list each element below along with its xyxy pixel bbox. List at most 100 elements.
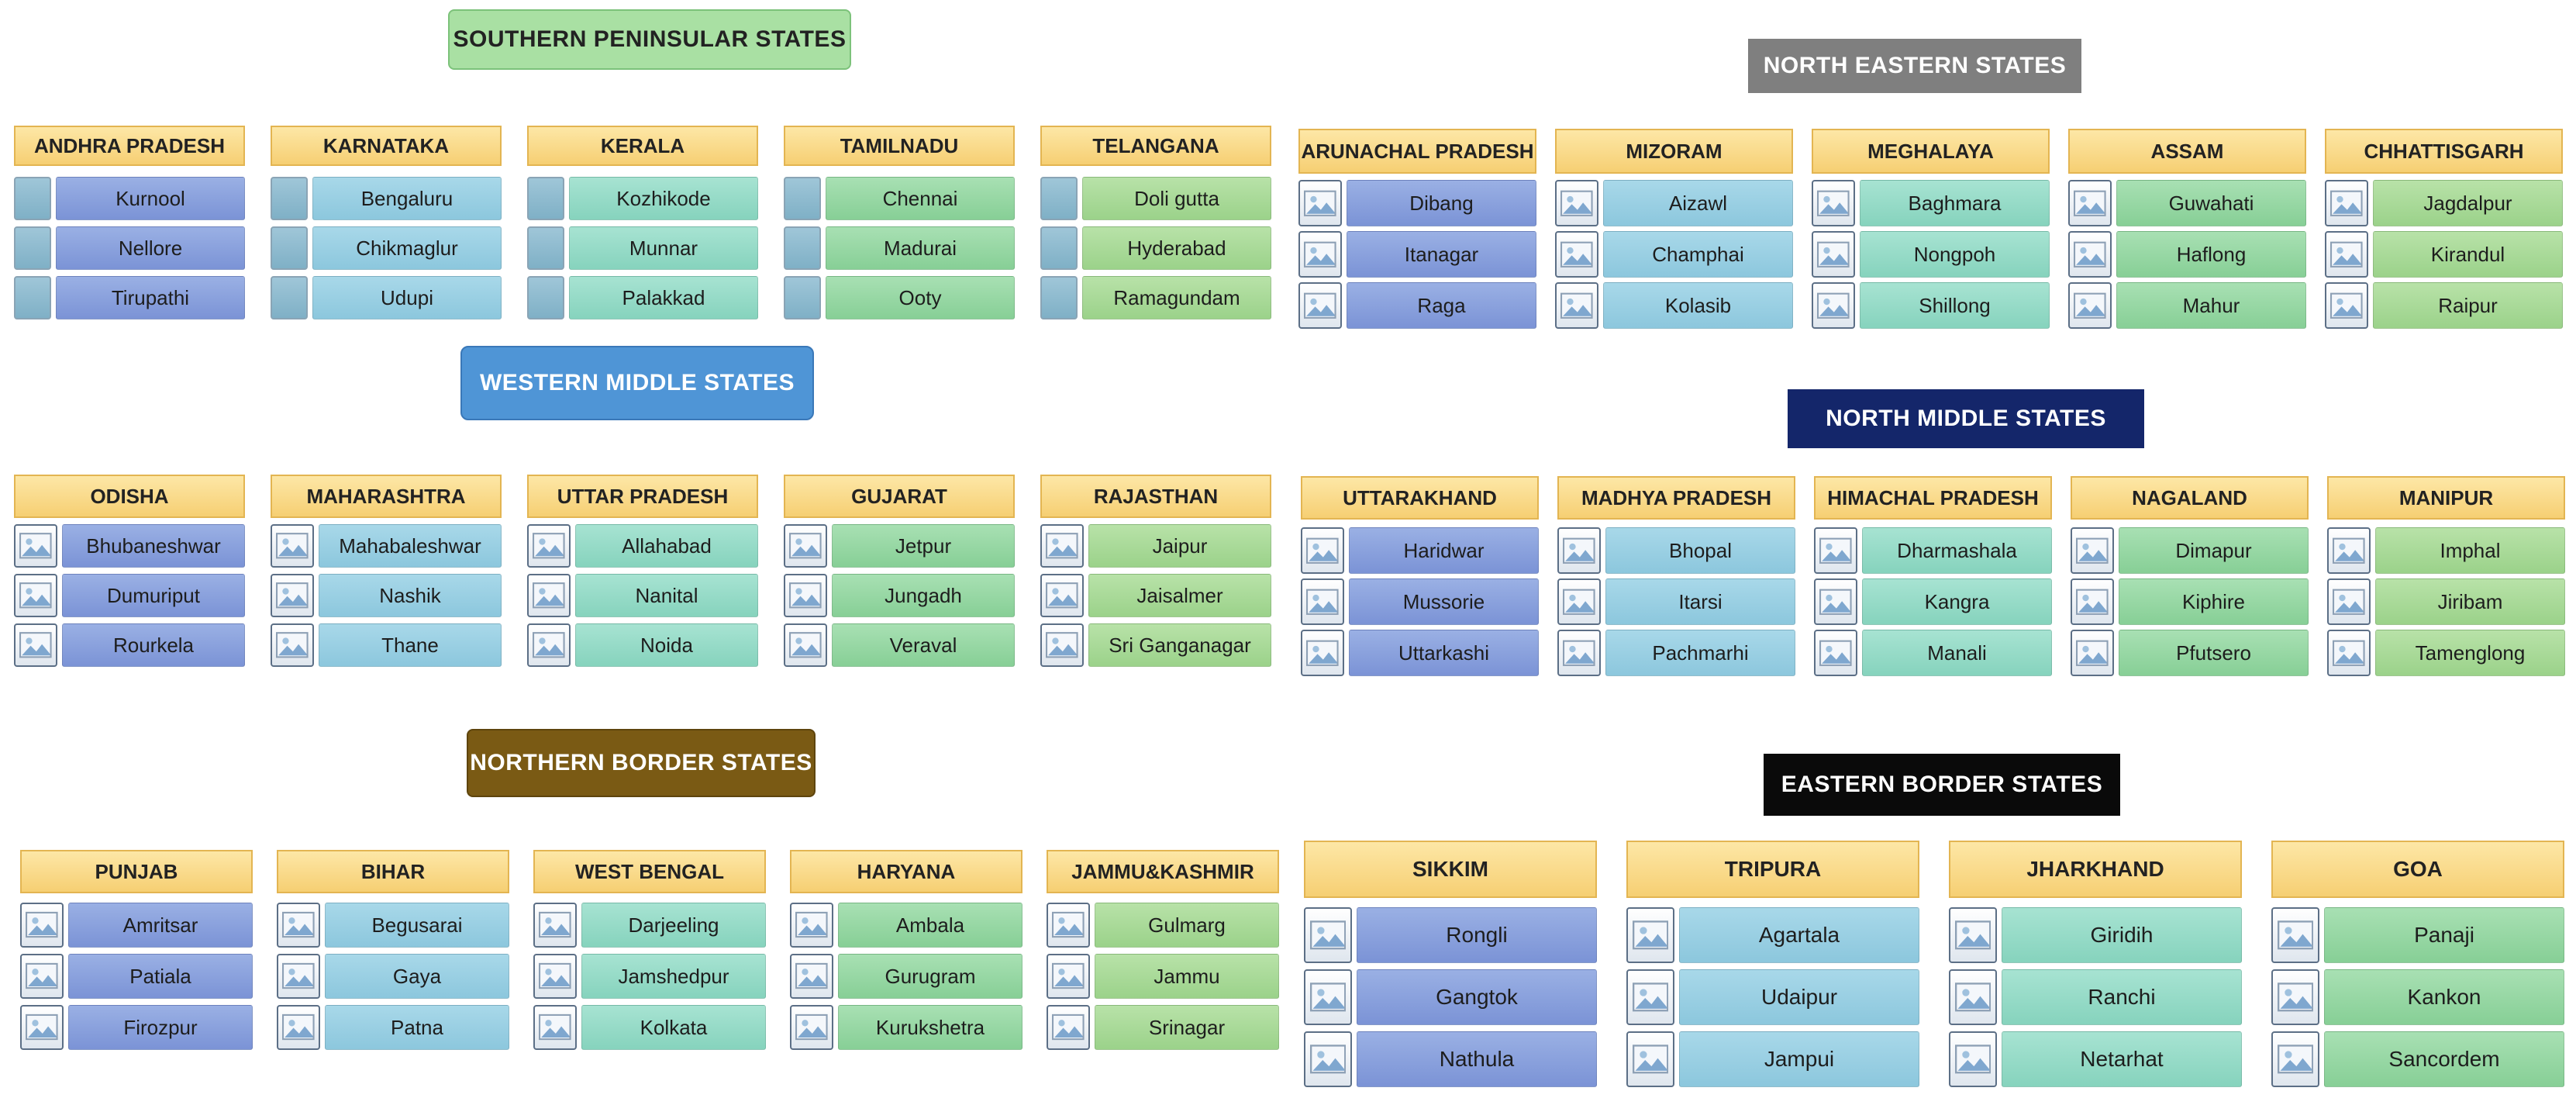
city-label: Patiala: [68, 954, 253, 999]
city-label: Jamshedpur: [581, 954, 766, 999]
state-header: MANIPUR: [2327, 476, 2565, 520]
image-placeholder-icon: [1040, 177, 1078, 220]
image-placeholder-icon: [1626, 969, 1674, 1025]
city-label: Dibang: [1347, 180, 1536, 226]
image-placeholder-icon: [784, 574, 827, 617]
image-placeholder-svg: [1817, 292, 1850, 319]
city-label: Begusarai: [325, 903, 509, 948]
image-placeholder-icon: [1812, 180, 1855, 226]
city-item: Chikmaglur: [271, 226, 502, 270]
state-header: ASSAM: [2068, 129, 2306, 174]
city-item: Rongli: [1304, 907, 1597, 963]
image-placeholder-icon: [1304, 969, 1352, 1025]
image-placeholder-icon: [1812, 282, 1855, 329]
image-placeholder-icon: [1040, 226, 1078, 270]
city-item: Guwahati: [2068, 180, 2306, 226]
city-label: Kirandul: [2373, 231, 2563, 278]
image-placeholder-svg: [1632, 920, 1669, 950]
image-placeholder-icon: [1949, 1031, 1997, 1087]
image-placeholder-icon: [790, 954, 833, 999]
image-placeholder-icon: [784, 623, 827, 667]
banner-eastern-border-states: EASTERN BORDER STATES: [1764, 754, 2120, 816]
image-placeholder-icon: [1040, 623, 1084, 667]
city-item: Itanagar: [1298, 231, 1536, 278]
city-item: Gangtok: [1304, 969, 1597, 1025]
city-item: Sri Ganganagar: [1040, 623, 1271, 667]
image-placeholder-svg: [1052, 963, 1085, 989]
city-item: Doli gutta: [1040, 177, 1271, 220]
city-label: Chikmaglur: [312, 226, 502, 270]
state-header: HIMACHAL PRADESH: [1814, 476, 2052, 520]
image-placeholder-svg: [1306, 640, 1339, 666]
city-item: Udaipur: [1626, 969, 1919, 1025]
city-label: Chennai: [826, 177, 1015, 220]
city-item: Srinagar: [1047, 1005, 1279, 1050]
city-item: Udupi: [271, 276, 502, 319]
city-item: Uttarkashi: [1301, 630, 1539, 676]
city-item: Jungadh: [784, 574, 1015, 617]
city-item: Kangra: [1814, 578, 2052, 625]
image-placeholder-svg: [1309, 982, 1347, 1012]
city-item: Jampui: [1626, 1031, 1919, 1087]
image-placeholder-icon: [271, 276, 308, 319]
image-placeholder-icon: [1812, 231, 1855, 278]
image-placeholder-svg: [1819, 537, 1852, 564]
city-label: Raga: [1347, 282, 1536, 329]
city-item: Panaji: [2271, 907, 2564, 963]
city-item: Nashik: [271, 574, 502, 617]
image-placeholder-svg: [1309, 920, 1347, 950]
city-item: Tamenglong: [2327, 630, 2565, 676]
city-label: Mahur: [2116, 282, 2306, 329]
city-item: Kankon: [2271, 969, 2564, 1025]
state-header: UTTARAKHAND: [1301, 476, 1539, 520]
city-item: Dharmashala: [1814, 527, 2052, 574]
image-placeholder-svg: [19, 632, 52, 658]
image-placeholder-svg: [2076, 640, 2109, 666]
city-label: Ooty: [826, 276, 1015, 319]
banner-north-eastern-states: NORTH EASTERN STATES: [1748, 39, 2081, 93]
city-label: Nongpoh: [1860, 231, 2050, 278]
city-item: Kiphire: [2071, 578, 2309, 625]
image-placeholder-icon: [277, 903, 320, 948]
state-header: HARYANA: [790, 850, 1022, 893]
image-placeholder-icon: [14, 276, 51, 319]
city-label: Jetpur: [832, 524, 1015, 568]
city-item: Patna: [277, 1005, 509, 1050]
city-label: Panaji: [2324, 907, 2564, 963]
city-item: Bengaluru: [271, 177, 502, 220]
city-label: Mahabaleshwar: [319, 524, 502, 568]
state-header: ANDHRA PRADESH: [14, 126, 245, 166]
state-header: BIHAR: [277, 850, 509, 893]
city-label: Ramagundam: [1082, 276, 1271, 319]
city-item: Mahabaleshwar: [271, 524, 502, 568]
image-placeholder-icon: [1304, 1031, 1352, 1087]
city-label: Ranchi: [2002, 969, 2242, 1025]
city-item: Nongpoh: [1812, 231, 2050, 278]
city-item: Nellore: [14, 226, 245, 270]
city-item: Dumuriput: [14, 574, 245, 617]
city-item: Champhai: [1555, 231, 1793, 278]
image-placeholder-svg: [26, 1014, 58, 1041]
image-placeholder-icon: [1301, 578, 1344, 625]
image-placeholder-svg: [282, 912, 315, 938]
city-item: Giridih: [1949, 907, 2242, 963]
image-placeholder-icon: [1557, 630, 1601, 676]
city-item: Kolasib: [1555, 282, 1793, 329]
image-placeholder-svg: [1954, 1045, 1991, 1074]
image-placeholder-icon: [2068, 282, 2112, 329]
image-placeholder-icon: [1298, 231, 1342, 278]
city-item: Kirandul: [2325, 231, 2563, 278]
state-header: GUJARAT: [784, 475, 1015, 518]
city-item: Pachmarhi: [1557, 630, 1795, 676]
city-item: Allahabad: [527, 524, 758, 568]
image-placeholder-svg: [19, 582, 52, 609]
image-placeholder-icon: [14, 177, 51, 220]
city-label: Noida: [575, 623, 758, 667]
city-item: Gulmarg: [1047, 903, 1279, 948]
city-item: Baghmara: [1812, 180, 2050, 226]
image-placeholder-icon: [2271, 1031, 2319, 1087]
image-placeholder-svg: [1563, 589, 1595, 615]
city-label: Gangtok: [1357, 969, 1597, 1025]
image-placeholder-svg: [1817, 190, 1850, 216]
image-placeholder-svg: [795, 963, 828, 989]
